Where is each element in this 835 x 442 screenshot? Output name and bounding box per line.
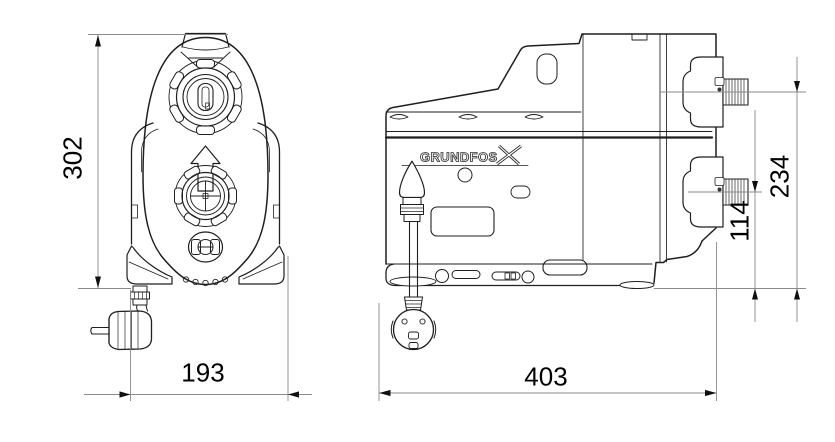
top-cap	[181, 32, 230, 48]
cap-vee-detail	[180, 51, 231, 68]
suction-port	[174, 165, 237, 227]
dimension-arrow	[379, 389, 391, 397]
plug-prong	[90, 326, 110, 335]
dimension-annotations: 302 193 403 234	[57, 34, 806, 401]
drain-plug	[187, 231, 224, 263]
dimension-front-width-label: 193	[181, 358, 224, 388]
dimension-arrow	[794, 288, 800, 300]
dimension-front-height: 302	[57, 34, 228, 289]
vent-slot	[389, 114, 409, 120]
cable-gland	[130, 285, 150, 312]
foot	[126, 245, 173, 285]
mounting-bracket-left	[126, 122, 173, 285]
dimension-arrow	[288, 391, 299, 398]
discharge-port	[168, 59, 243, 135]
dimension-outlet-height: 234	[660, 57, 806, 322]
front-view	[90, 32, 285, 351]
dimension-arrow	[752, 288, 758, 300]
plug-face	[392, 308, 435, 351]
dimension-inlet-height-label: 114	[724, 200, 754, 241]
power-plug-front	[90, 310, 153, 351]
dimension-inlet-height: 114	[688, 110, 762, 322]
dimension-front-width: 193	[84, 256, 312, 401]
nameplate	[430, 206, 495, 237]
dimension-arrow	[119, 391, 131, 398]
dimension-side-length: 403	[378, 242, 717, 401]
foot-pad-right	[619, 281, 655, 289]
brand-logo: GRUNDFOS	[420, 144, 522, 166]
cable-entry-cone	[398, 160, 426, 300]
vent-slot	[458, 114, 478, 120]
dimension-side-length-label: 403	[524, 362, 567, 392]
brand-logo-text: GRUNDFOS	[420, 150, 498, 165]
dimension-arrow	[794, 81, 800, 92]
housing-details	[401, 165, 531, 237]
vent-slot	[524, 114, 544, 120]
dimension-outlet-height-label: 234	[764, 155, 794, 198]
pump-body-front	[142, 36, 269, 286]
brand-logo-x-icon	[496, 144, 522, 166]
pump-body-side	[385, 33, 717, 284]
dimension-arrow	[705, 389, 717, 397]
housing-seams	[582, 33, 667, 263]
power-cable	[408, 220, 419, 300]
base-rail	[385, 259, 655, 289]
dimension-arrow	[95, 35, 101, 47]
housing-band	[384, 111, 714, 139]
dimension-arrow	[752, 181, 758, 192]
dimension-front-height-label: 302	[57, 136, 87, 179]
foot-pad-left	[389, 276, 437, 287]
vent-holes	[182, 276, 229, 287]
mounting-bracket-right	[238, 122, 285, 285]
dimension-arrow	[95, 276, 101, 288]
power-plug-side	[390, 296, 437, 351]
